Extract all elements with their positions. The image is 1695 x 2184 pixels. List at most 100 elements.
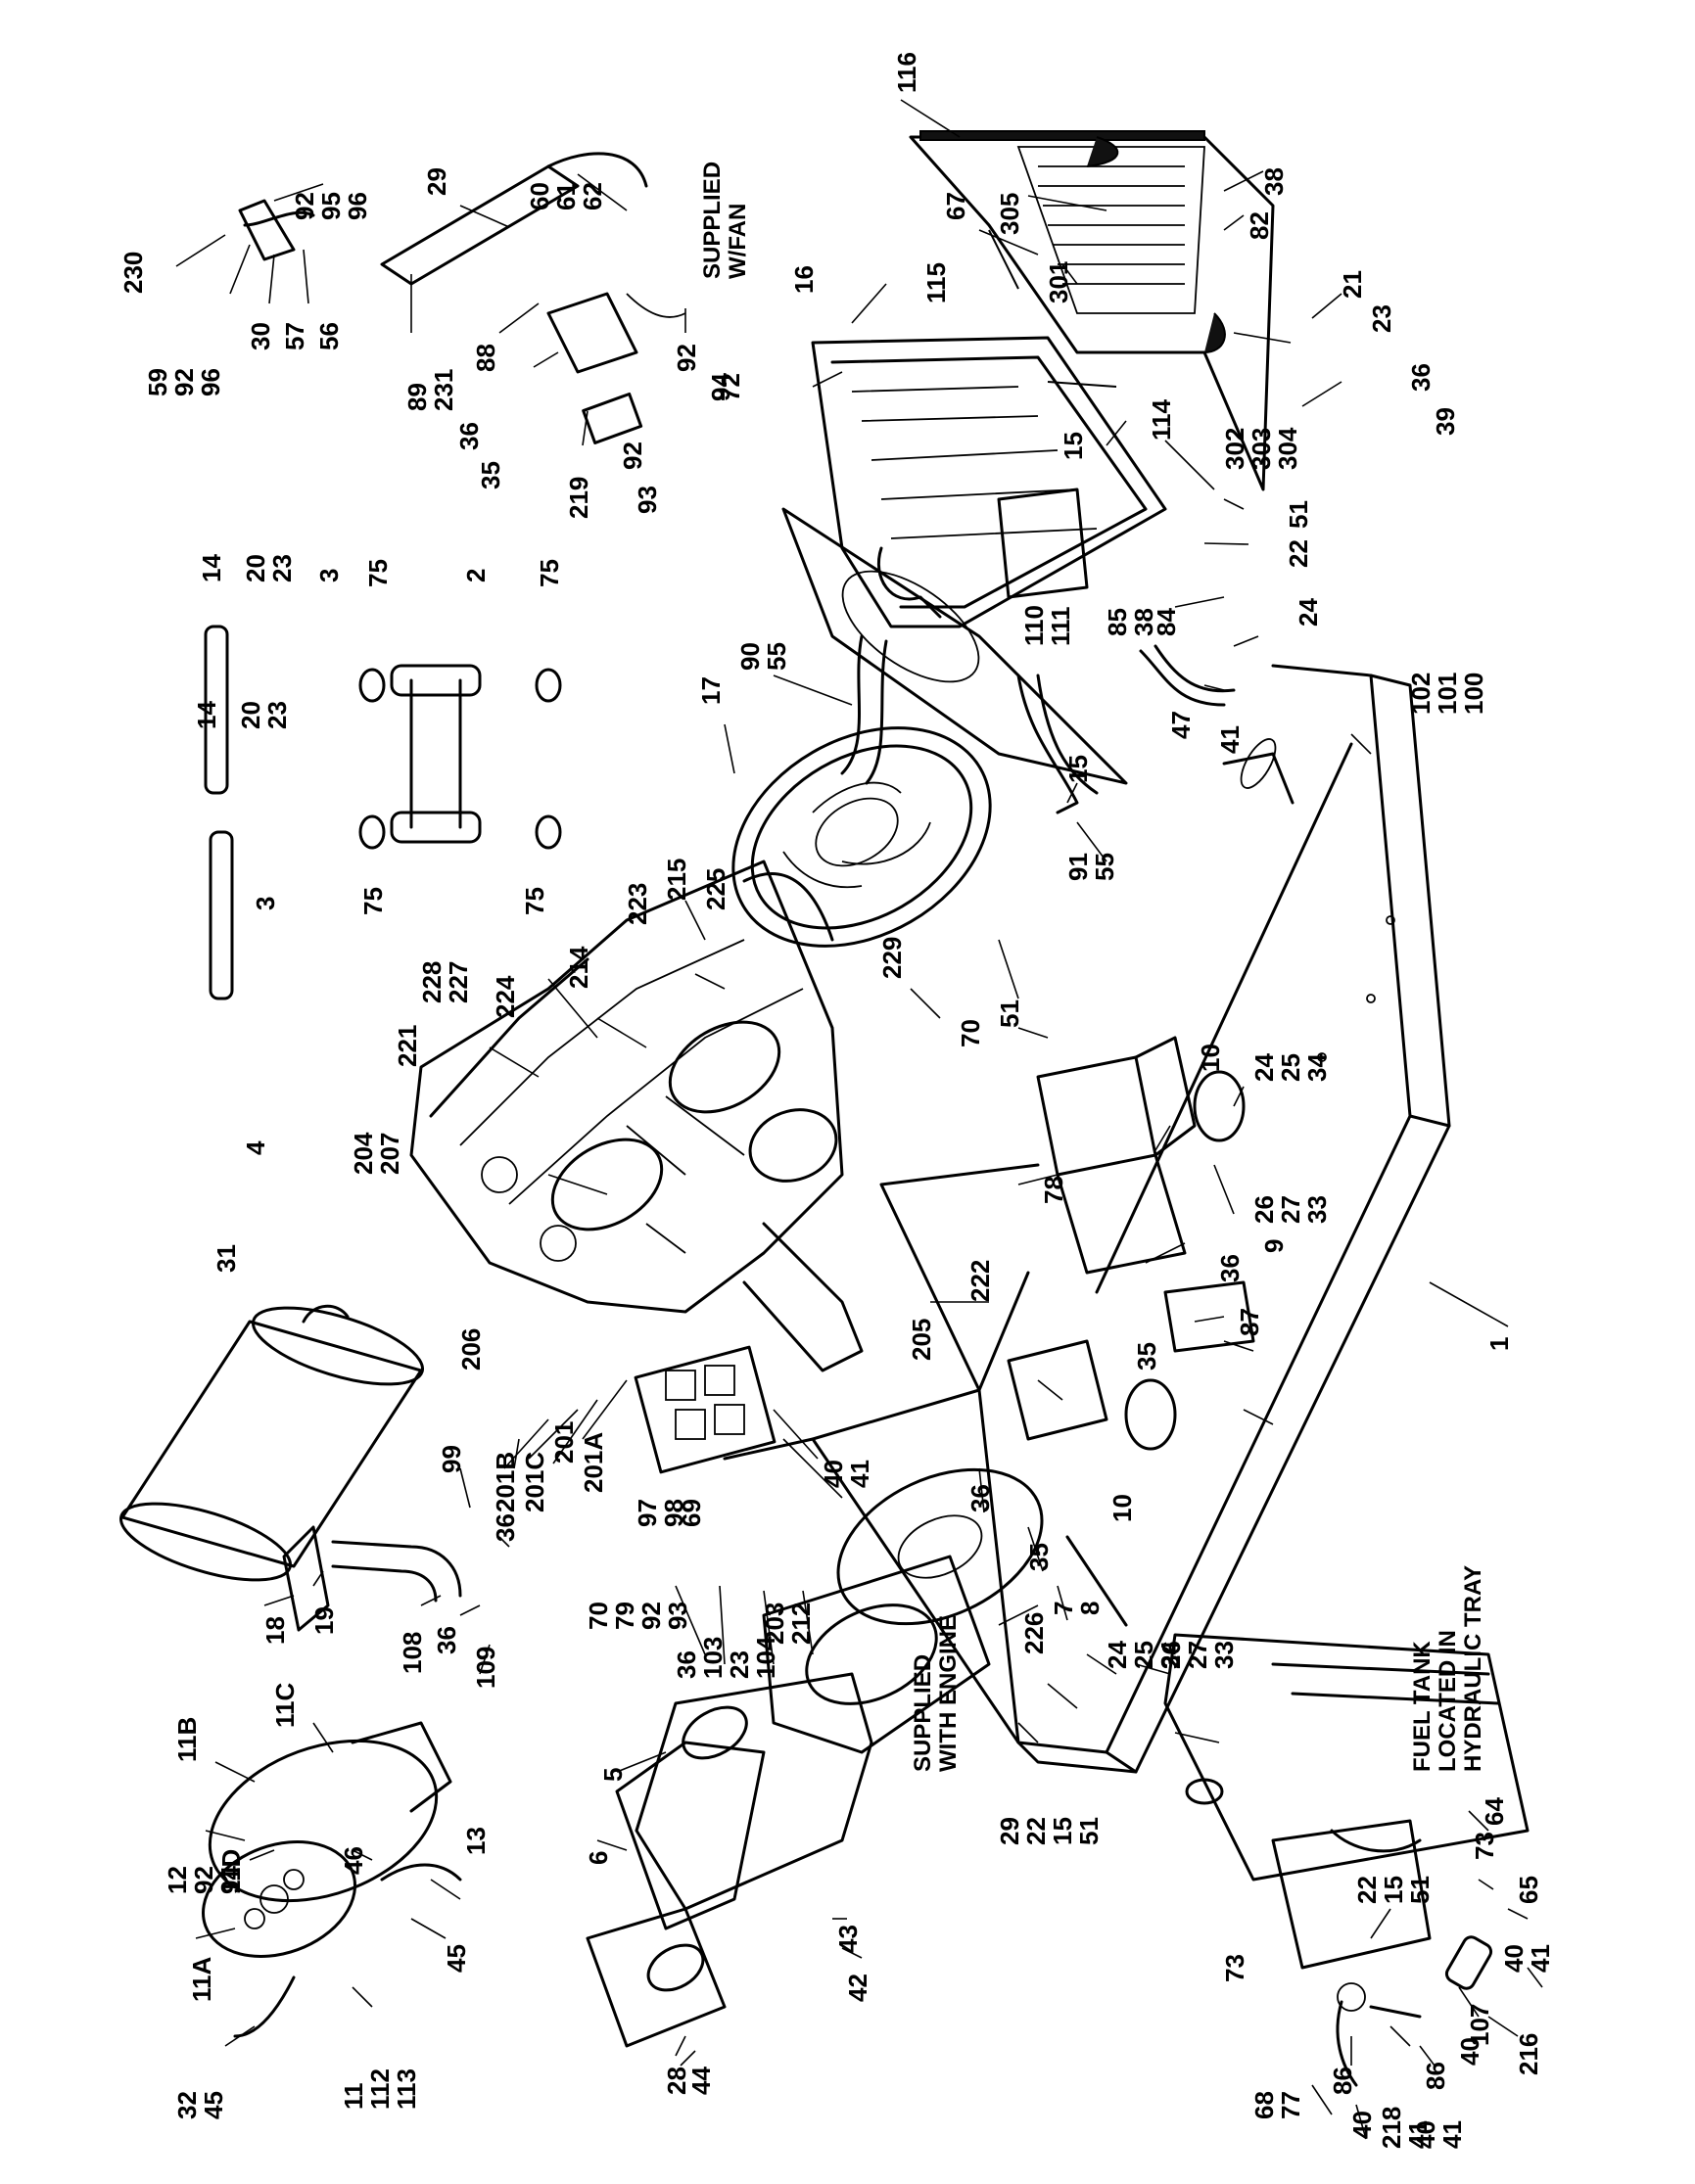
callout-line: 77 xyxy=(1276,2091,1305,2119)
callout-93: 93 xyxy=(633,486,662,514)
callout-line: 15 xyxy=(1063,755,1093,783)
callout-line: 11B xyxy=(172,1717,202,1762)
callout-40: 40 xyxy=(1347,2111,1377,2139)
callout-21: 21 xyxy=(1338,270,1367,299)
callout-29: 29 xyxy=(422,167,451,196)
callout-206: 206 xyxy=(456,1328,486,1371)
callout-line: 40 xyxy=(1347,2111,1377,2139)
callout-42: 42 xyxy=(843,1974,872,2002)
callout-39: 39 xyxy=(1431,407,1460,436)
callout-line: 29 xyxy=(995,1817,1024,1845)
callout-line: 15 xyxy=(1379,1876,1408,1904)
callout-line: 79 xyxy=(610,1602,639,1630)
callout-line: 1 xyxy=(1484,1337,1514,1351)
callout-36: 36 xyxy=(432,1626,461,1654)
callout-line: 221 xyxy=(393,1025,422,1067)
callout-line: 57 xyxy=(280,322,309,350)
callout-31: 31 xyxy=(212,1244,241,1273)
callout-line: 92 xyxy=(672,344,701,372)
callout-214: 214 xyxy=(564,946,593,989)
callout-36: 36 xyxy=(1215,1254,1245,1282)
callout-line: 4 xyxy=(241,1140,270,1155)
callout-line: 35 xyxy=(476,461,505,489)
callout-line: 41 xyxy=(1215,725,1245,754)
callout-line: 12 xyxy=(163,1866,192,1894)
callout-line: 64 xyxy=(1480,1797,1509,1826)
callout-1: 1 xyxy=(1484,1337,1514,1351)
callout-51: 51 xyxy=(995,999,1024,1028)
callout-line: 3 xyxy=(314,569,344,582)
callout-23: 23 xyxy=(1367,304,1396,333)
callout-51: 51 xyxy=(1284,500,1313,529)
callout-line: 214 xyxy=(564,946,593,989)
callout-line: 17 xyxy=(696,676,726,705)
callout-218-41: 21841 xyxy=(1377,2107,1433,2149)
callout-216: 216 xyxy=(1514,2033,1543,2075)
callout-line: 41 xyxy=(1403,2120,1433,2149)
callout-67: 67 xyxy=(941,192,970,220)
callout-line: 216 xyxy=(1514,2033,1543,2075)
fan xyxy=(731,726,992,948)
callout-line: 18 xyxy=(260,1616,290,1645)
callout-line: 36 xyxy=(432,1626,461,1654)
callout-line: FUEL TANK xyxy=(1409,1641,1436,1772)
callout-line: 27 xyxy=(1276,1195,1305,1224)
callout-110-111: 110111 xyxy=(1019,605,1075,646)
callout-228-227: 228227 xyxy=(417,961,473,1003)
callout-line: 36 xyxy=(965,1484,995,1512)
radiator xyxy=(811,336,1167,628)
callout-46: 46 xyxy=(339,1846,368,1875)
callout-line: 102 xyxy=(1406,673,1436,715)
callout-38: 38 xyxy=(1259,167,1289,196)
callout-10: 10 xyxy=(1196,1044,1225,1072)
callout-line: W/FAN xyxy=(725,204,751,279)
callout-86: 86 xyxy=(1328,2067,1357,2095)
callout-line: 90 xyxy=(735,642,765,671)
callout-line: 36 xyxy=(454,422,484,450)
callout-line: 87 xyxy=(1235,1308,1264,1336)
callout-32-45: 3245 xyxy=(172,2091,228,2119)
callout-36: 36 xyxy=(491,1513,520,1542)
callout-line: 11 xyxy=(339,2083,368,2111)
muffler xyxy=(118,1304,425,1582)
callout-56: 56 xyxy=(314,322,344,350)
callout-line: 11A xyxy=(187,1957,216,2002)
callout-line: 26 xyxy=(1156,1641,1186,1669)
callout-line: 205 xyxy=(907,1319,936,1361)
callout-line: 108 xyxy=(398,1632,427,1674)
callout-line: 43 xyxy=(833,1925,863,1953)
callout-15: 15 xyxy=(1059,432,1088,460)
callout-line: 227 xyxy=(444,961,473,1003)
callout-line: 36 xyxy=(1406,363,1436,392)
callout-36-103-23-104: 3610323104 xyxy=(672,1636,780,1679)
callout-line: 29 xyxy=(422,167,451,196)
bellhousing xyxy=(762,1467,1044,1754)
callout-line: 70 xyxy=(956,1019,985,1047)
leader-lines xyxy=(175,99,1543,2140)
callout-line: 24 xyxy=(1103,1641,1132,1669)
callout-115: 115 xyxy=(921,262,951,303)
callout-line: 219 xyxy=(564,477,593,519)
callout-line: 19 xyxy=(309,1606,339,1635)
callout-12-92-94: 129294 xyxy=(163,1866,245,1894)
callouts: 116 606162 29 929596 230 599296 30 57 56… xyxy=(118,52,1555,2149)
callout-line: 40 xyxy=(1499,1944,1529,1973)
callout-109: 109 xyxy=(471,1647,500,1689)
callout-26-27-33: 262733 xyxy=(1249,1195,1332,1224)
callout-line: 97 xyxy=(633,1499,662,1527)
callout-line: 22 xyxy=(1352,1876,1382,1904)
callout-7-8: 78 xyxy=(1049,1602,1105,1615)
callout-line: 40 xyxy=(1455,2037,1484,2066)
callout-28: 28 xyxy=(662,2067,691,2095)
callout-line: 31 xyxy=(212,1244,241,1273)
callout-line: 92 xyxy=(189,1866,218,1894)
callout-line: 224 xyxy=(491,975,520,1018)
callout-line: 10 xyxy=(1196,1044,1225,1072)
callout-201: 201 xyxy=(549,1421,579,1464)
callout-16: 16 xyxy=(789,265,819,294)
callout-line: 96 xyxy=(196,368,225,396)
callout-line: SUPPLIED xyxy=(699,162,726,279)
callout-line: 14 xyxy=(192,701,221,729)
callout-line: 301 xyxy=(1044,261,1073,303)
